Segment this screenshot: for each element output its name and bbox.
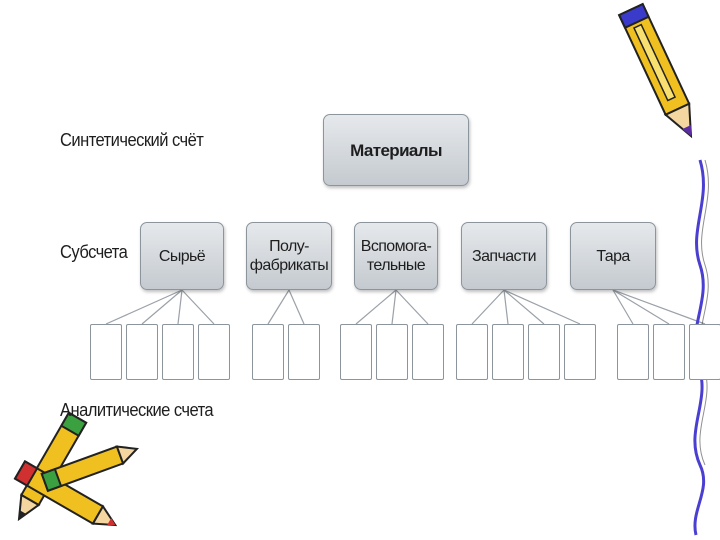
- connector-line: [181, 289, 215, 325]
- analytic-account-box: [376, 324, 408, 380]
- subaccount-node: Вспомога- тельные: [354, 222, 438, 290]
- connector-line: [471, 289, 505, 325]
- synthetic-account-label: Синтетический счёт: [60, 130, 204, 150]
- subaccounts-label: Субсчета: [60, 242, 128, 262]
- analytic-account-box: [288, 324, 320, 380]
- analytic-account-box: [252, 324, 284, 380]
- connector-line: [177, 289, 183, 325]
- connector-line: [355, 289, 397, 325]
- pencils-icon: [13, 411, 140, 527]
- pencil-icon: [617, 2, 693, 139]
- analytic-account-box: [198, 324, 230, 380]
- root-node-materials: Материалы: [323, 114, 469, 186]
- subaccount-node: Запчасти: [461, 222, 547, 290]
- analytic-account-box: [528, 324, 560, 380]
- analytic-account-box: [617, 324, 649, 380]
- subaccount-node: Полу- фабрикаты: [246, 222, 332, 290]
- analytic-account-box: [689, 324, 720, 380]
- connector-line: [612, 289, 634, 325]
- analytic-account-box: [412, 324, 444, 380]
- connector-line: [503, 289, 581, 325]
- subaccount-node: Сырьё: [140, 222, 224, 290]
- subaccount-node: Тара: [570, 222, 656, 290]
- connector-line: [395, 289, 429, 325]
- connector-line: [141, 289, 183, 325]
- analytic-account-box: [340, 324, 372, 380]
- analytic-account-box: [492, 324, 524, 380]
- analytic-account-box: [653, 324, 685, 380]
- analytic-account-box: [126, 324, 158, 380]
- connector-line: [105, 289, 183, 325]
- analytic-account-box: [456, 324, 488, 380]
- analytic-accounts-label: Аналитические счета: [60, 400, 214, 420]
- connector-line: [391, 289, 397, 325]
- connector-line: [612, 289, 670, 325]
- analytic-account-box: [162, 324, 194, 380]
- connector-lines: [105, 289, 706, 325]
- connector-line: [503, 289, 509, 325]
- analytic-account-box: [90, 324, 122, 380]
- connector-line: [267, 289, 290, 325]
- connector-line: [612, 289, 706, 325]
- analytic-account-box: [564, 324, 596, 380]
- connector-line: [288, 289, 305, 325]
- connector-line: [503, 289, 545, 325]
